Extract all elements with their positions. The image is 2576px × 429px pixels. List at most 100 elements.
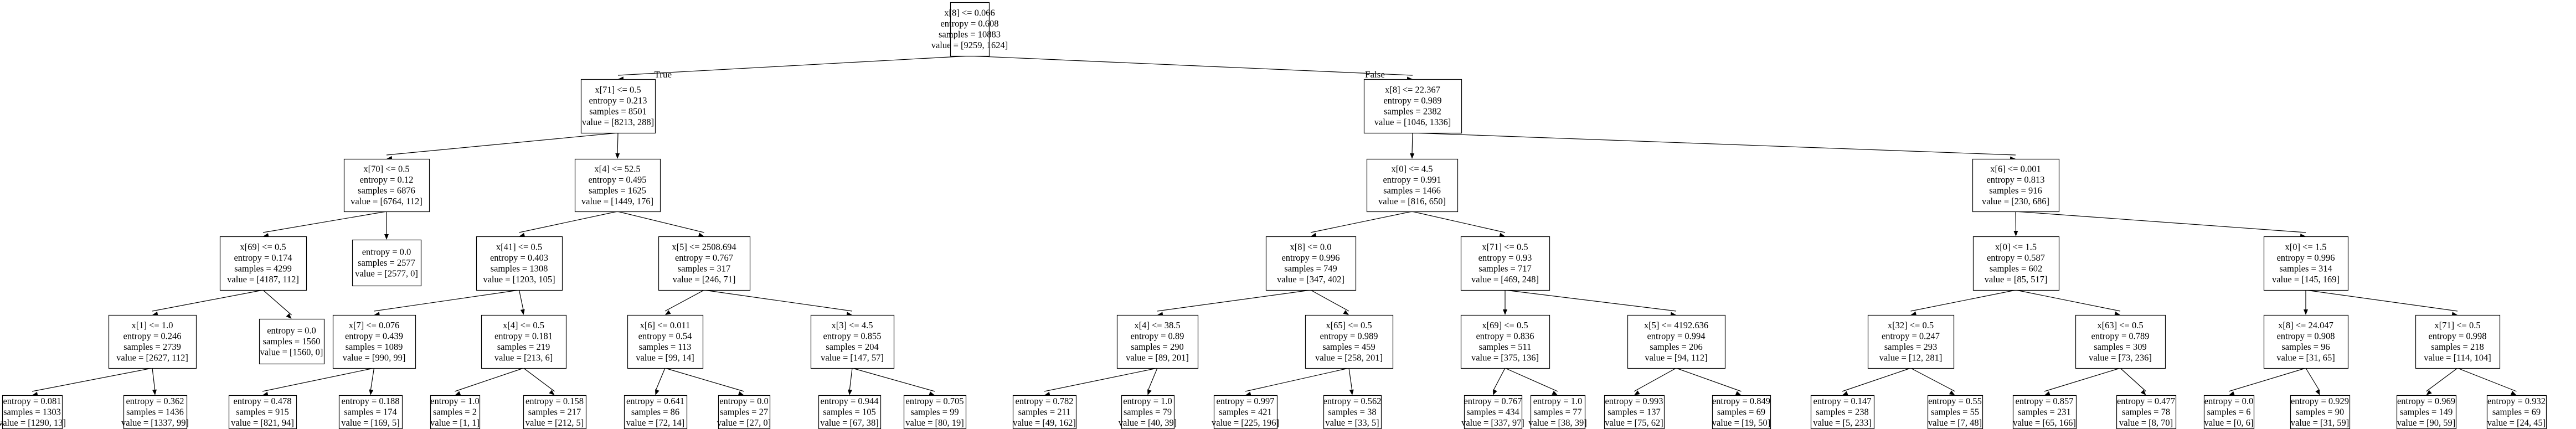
node-entropy: entropy = 0.12 bbox=[360, 174, 414, 185]
node-box bbox=[1265, 236, 1357, 291]
node-entropy: entropy = 0.944 bbox=[820, 396, 878, 406]
node-box bbox=[2075, 314, 2166, 369]
node-value: value = [1, 1] bbox=[430, 417, 480, 428]
node-entropy: entropy = 0.0 bbox=[267, 325, 316, 335]
node-samples: samples = 749 bbox=[1284, 263, 1337, 274]
arrowhead bbox=[1552, 390, 1558, 395]
node-samples: samples = 211 bbox=[1018, 406, 1071, 417]
arrowhead bbox=[369, 389, 374, 395]
arrowhead bbox=[615, 153, 620, 159]
tree-edge bbox=[152, 290, 264, 316]
node-value: value = [347, 402] bbox=[1277, 274, 1344, 285]
node-split-rule: x[0] <= 1.5 bbox=[2285, 242, 2327, 252]
node-entropy: entropy = 0.994 bbox=[1647, 331, 1705, 342]
arrowhead bbox=[1147, 389, 1152, 395]
tree-edge bbox=[1044, 368, 1158, 396]
true-branch-label: True bbox=[655, 69, 672, 80]
node-samples: samples = 219 bbox=[497, 342, 550, 352]
tree-edge bbox=[262, 290, 292, 319]
arrowhead bbox=[698, 232, 704, 237]
tree-edge bbox=[2016, 290, 2121, 316]
node-box bbox=[574, 158, 661, 213]
arrowhead bbox=[929, 391, 935, 396]
node-entropy: entropy = 0.213 bbox=[589, 95, 647, 106]
node-split-rule: x[8] <= 0.0 bbox=[1290, 242, 1332, 252]
node-box bbox=[1305, 314, 1394, 369]
node-samples: samples = 293 bbox=[1884, 342, 1937, 352]
tree-edge bbox=[1157, 290, 1311, 317]
node-entropy: entropy = 0.54 bbox=[638, 331, 692, 342]
node-value: value = [375, 136] bbox=[1471, 353, 1539, 363]
arrowhead bbox=[286, 313, 292, 319]
node-box bbox=[343, 158, 430, 213]
node-value: value = [230, 686] bbox=[1982, 196, 2049, 206]
node-entropy: entropy = 0.0 bbox=[2204, 396, 2254, 406]
node-split-rule: x[8] <= 24.047 bbox=[2278, 320, 2333, 330]
node-box bbox=[476, 236, 563, 291]
tree-edge bbox=[1503, 290, 1507, 315]
tree-edge bbox=[664, 368, 744, 396]
node-box bbox=[658, 236, 751, 291]
tree-edge bbox=[1492, 368, 1506, 395]
node-entropy: entropy = 0.767 bbox=[1464, 396, 1522, 406]
node-entropy: entropy = 1.0 bbox=[1533, 396, 1583, 406]
node-box bbox=[1460, 314, 1550, 369]
node-samples: samples = 1560 bbox=[263, 336, 321, 347]
tree-edge bbox=[2044, 368, 2121, 396]
node-entropy: entropy = 0.247 bbox=[1882, 331, 1940, 342]
node-entropy: entropy = 0.608 bbox=[940, 18, 998, 29]
arrowhead bbox=[665, 310, 671, 315]
node-samples: samples = 78 bbox=[2122, 406, 2170, 417]
node-samples: samples = 174 bbox=[344, 406, 396, 417]
tree-edge bbox=[262, 368, 374, 396]
node-box bbox=[1972, 236, 2060, 291]
node-samples: samples = 4299 bbox=[234, 263, 292, 274]
tree-edge bbox=[1910, 368, 1955, 395]
node-value: value = [19, 50] bbox=[1712, 417, 1771, 428]
node-samples: samples = 511 bbox=[1479, 342, 1532, 352]
arrowhead bbox=[848, 389, 852, 395]
node-samples: samples = 915 bbox=[236, 406, 288, 417]
node-value: value = [990, 99] bbox=[343, 353, 406, 363]
node-box bbox=[950, 2, 990, 57]
node-value: value = [169, 5] bbox=[341, 417, 400, 428]
node-value: value = [27, 0] bbox=[717, 417, 771, 428]
tree-edge bbox=[374, 290, 519, 317]
node-entropy: entropy = 0.147 bbox=[1813, 396, 1871, 406]
node-samples: samples = 421 bbox=[1219, 406, 1271, 417]
node-entropy: entropy = 0.849 bbox=[1712, 396, 1770, 406]
node-split-rule: x[7] <= 0.076 bbox=[349, 320, 399, 330]
node-samples: samples = 317 bbox=[678, 263, 730, 274]
tree-edge bbox=[1245, 368, 1349, 396]
node-value: value = [31, 59] bbox=[2291, 417, 2350, 428]
node-value: value = [94, 112] bbox=[1645, 353, 1707, 363]
node-samples: samples = 434 bbox=[1466, 406, 1519, 417]
node-value: value = [67, 38] bbox=[820, 417, 879, 428]
node-entropy: entropy = 0.932 bbox=[2487, 396, 2546, 406]
node-box bbox=[523, 395, 587, 429]
node-samples: samples = 6 bbox=[2207, 406, 2251, 417]
node-samples: samples = 149 bbox=[2400, 406, 2453, 417]
arrowhead bbox=[1842, 391, 1848, 396]
node-entropy: entropy = 0.93 bbox=[1478, 252, 1532, 263]
node-box bbox=[1116, 314, 1199, 369]
node-value: value = [8, 70] bbox=[2119, 417, 2173, 428]
node-value: value = [258, 201] bbox=[1315, 353, 1383, 363]
node-box bbox=[338, 395, 403, 429]
node-samples: samples = 77 bbox=[1533, 406, 1581, 417]
